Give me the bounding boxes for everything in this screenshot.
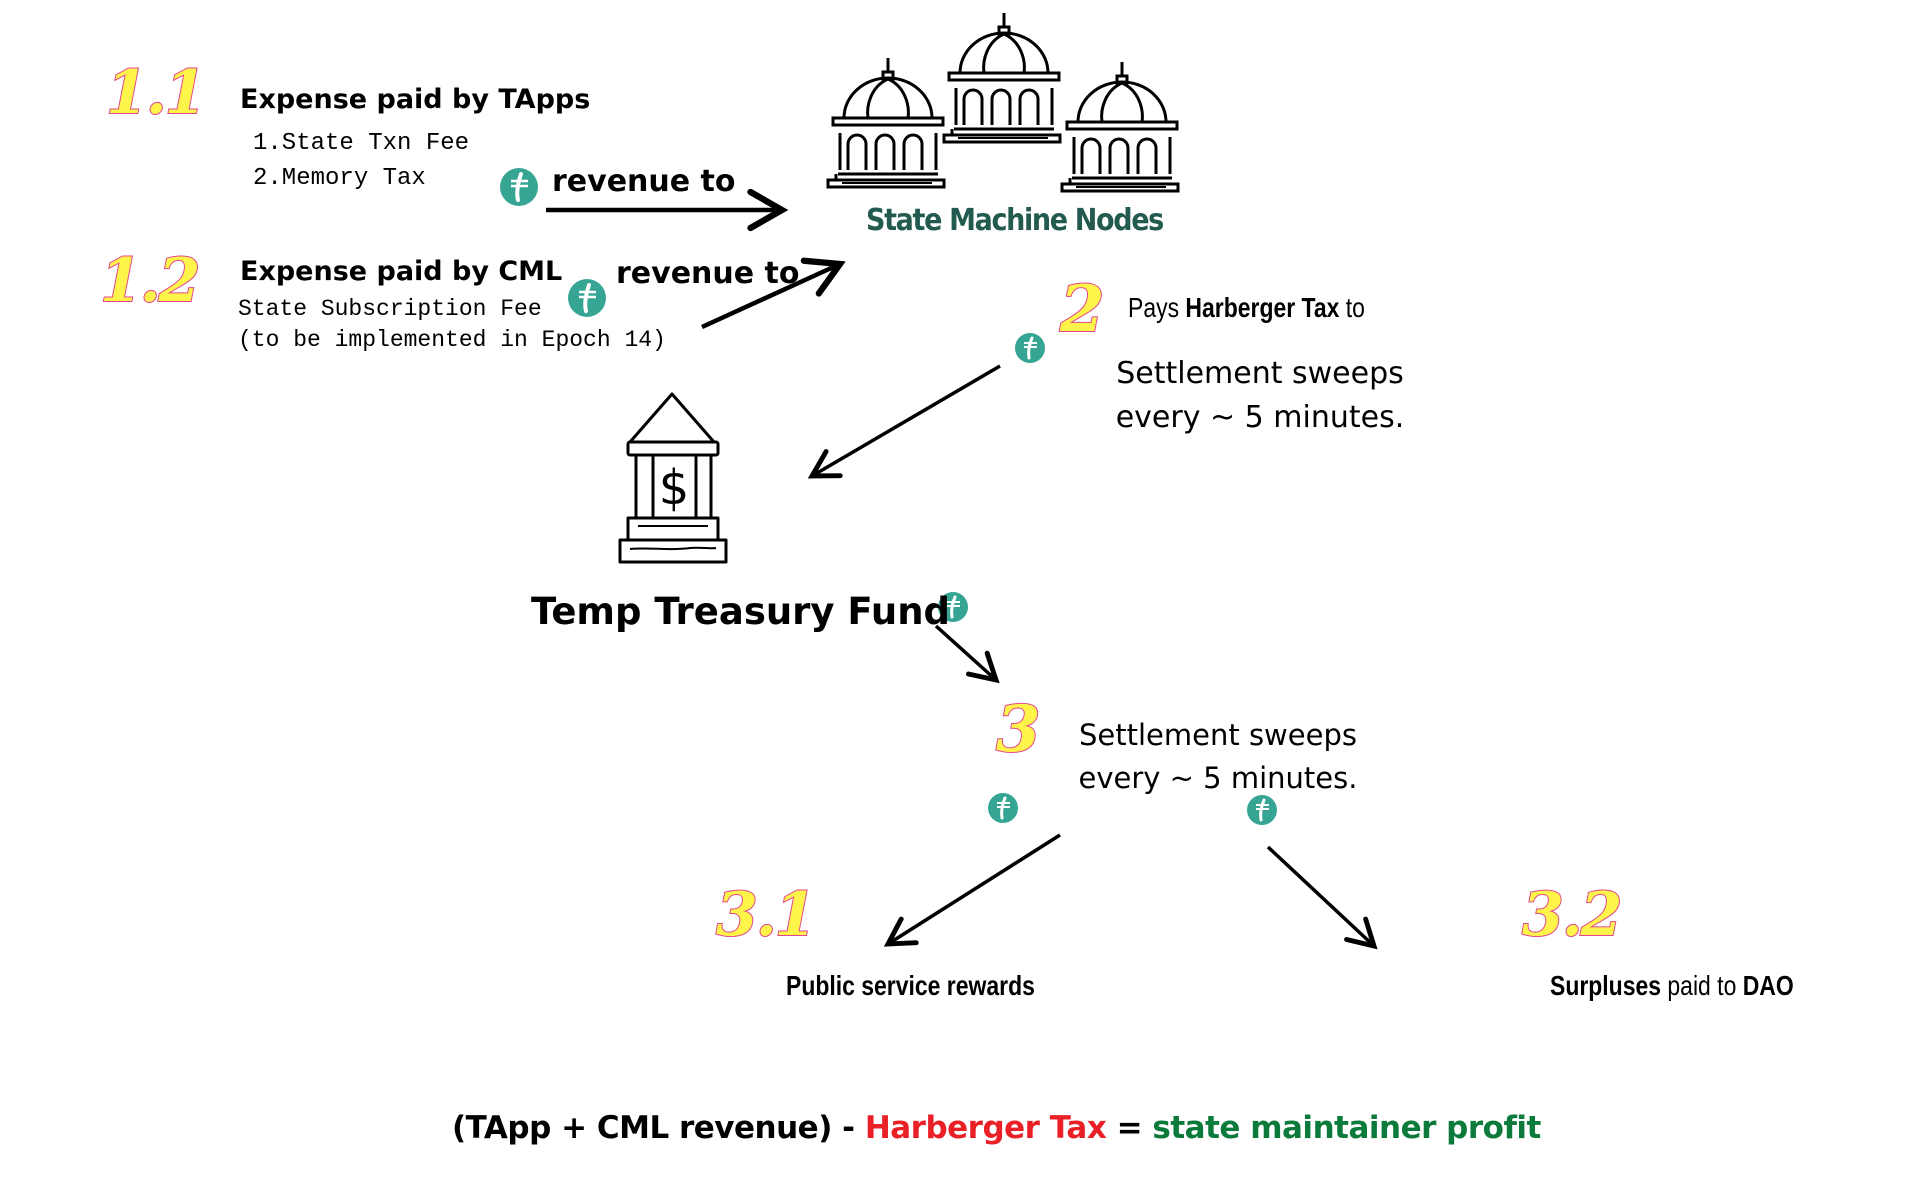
subscription-fee-text: State Subscription Fee xyxy=(238,296,542,322)
settlement-line: Settlement sweeps xyxy=(1116,356,1404,391)
harberger-tax-caption: Pays Harberger Tax to xyxy=(1128,292,1365,324)
tea-token-icon xyxy=(1247,795,1277,825)
step-number-3-2: 3.2 xyxy=(1521,879,1623,951)
surpluses-to-dao-label: Surpluses paid to DAO xyxy=(1550,970,1794,1002)
tea-token-icon xyxy=(568,279,606,317)
capitol-dome-icon xyxy=(1060,60,1180,194)
arrow-to-public-rewards xyxy=(883,833,1061,947)
profit-formula: (TApp + CML revenue) - Harberger Tax = s… xyxy=(452,1110,1541,1146)
svg-text:$: $ xyxy=(659,460,690,516)
settlement-line: Settlement sweeps xyxy=(1079,718,1357,752)
tea-token-icon xyxy=(500,168,538,206)
settlement-line: every ~ 5 minutes. xyxy=(1115,400,1405,435)
harberger-tax-term: Harberger Tax xyxy=(1185,292,1340,323)
temp-treasury-fund-label: Temp Treasury Fund xyxy=(531,590,951,633)
cml-expense-heading: Expense paid by CML xyxy=(240,256,563,287)
step-number-1-1: 1.1 xyxy=(105,57,207,129)
revenue-to-label: revenue to xyxy=(616,256,800,291)
arrow-to-dao xyxy=(1266,845,1378,950)
step-number-1-2: 1.2 xyxy=(99,245,201,317)
tapps-expense-item: 2.Memory Tax xyxy=(253,165,426,192)
dao-term: DAO xyxy=(1742,970,1794,1001)
revenue-to-label: revenue to xyxy=(552,164,736,199)
tea-token-icon xyxy=(938,592,968,622)
formula-equals: = xyxy=(1106,1110,1153,1146)
tapps-expense-item: 1.State Txn Fee xyxy=(253,130,470,157)
paid-to-text: paid to xyxy=(1661,970,1743,1001)
step-number-2: 2 xyxy=(1059,271,1105,348)
arrow-treasury-to-settlement xyxy=(934,624,1000,684)
settlement-note-2: Settlement sweeps every ~ 5 minutes. xyxy=(1100,352,1420,440)
capitol-dome-icon xyxy=(826,56,946,190)
arrow-nodes-to-treasury xyxy=(807,364,1001,479)
step-number-3: 3 xyxy=(995,691,1041,768)
epoch-note-text: (to be implemented in Epoch 14) xyxy=(238,327,666,353)
bank-dollar-icon: $ xyxy=(618,392,728,564)
settlement-note-3: Settlement sweeps every ~ 5 minutes. xyxy=(1058,714,1378,800)
caption-prefix: Pays xyxy=(1128,292,1186,323)
step-number-3-1: 3.1 xyxy=(715,879,817,951)
tea-token-icon xyxy=(1015,333,1045,363)
public-service-rewards-label: Public service rewards xyxy=(786,970,1035,1001)
settlement-line: every ~ 5 minutes. xyxy=(1078,761,1358,795)
surpluses-term: Surpluses xyxy=(1550,970,1662,1001)
tea-token-icon xyxy=(988,793,1018,823)
formula-revenue: (TApp + CML revenue) - xyxy=(452,1110,865,1146)
formula-profit: state maintainer profit xyxy=(1152,1110,1541,1146)
arrow-cml-to-nodes xyxy=(701,257,846,330)
formula-harberger-tax: Harberger Tax xyxy=(864,1110,1107,1146)
tapps-expense-heading: Expense paid by TApps xyxy=(240,84,591,115)
caption-suffix: to xyxy=(1339,292,1365,323)
capitol-dome-icon xyxy=(942,11,1062,145)
state-machine-nodes-label: State Machine Nodes xyxy=(866,203,1164,238)
